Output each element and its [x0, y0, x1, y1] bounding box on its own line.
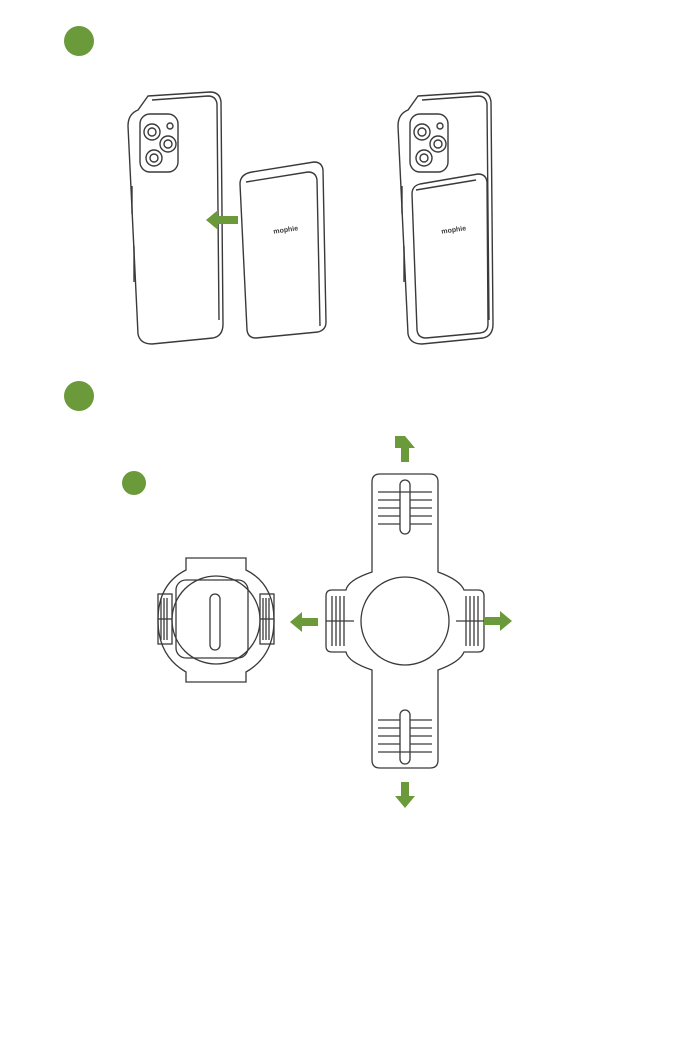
- phone-with-wallet-icon: [398, 92, 493, 344]
- step-1-dot: [64, 26, 94, 56]
- step-1-illustration-detached: mophie: [118, 86, 344, 350]
- unfold-right-arrow-icon: [484, 611, 512, 631]
- unfold-down-arrow-icon: [395, 782, 415, 808]
- wallet-brand-mark: mophie: [273, 225, 299, 235]
- fold-left-arrow-icon: [290, 612, 318, 632]
- unfold-up-arrow-icon: [395, 436, 415, 462]
- step-2-illustration: [150, 430, 520, 814]
- attached-wallet-brand-mark: mophie: [441, 225, 467, 235]
- folded-grip-icon: [158, 558, 274, 682]
- magsafe-wallet-icon: [240, 162, 326, 338]
- step-2-dot: [64, 381, 94, 411]
- unfolded-grip-icon: [326, 474, 484, 768]
- step-1-illustration-attached: mophie: [388, 86, 508, 350]
- step-2-sub-dot: [122, 471, 146, 495]
